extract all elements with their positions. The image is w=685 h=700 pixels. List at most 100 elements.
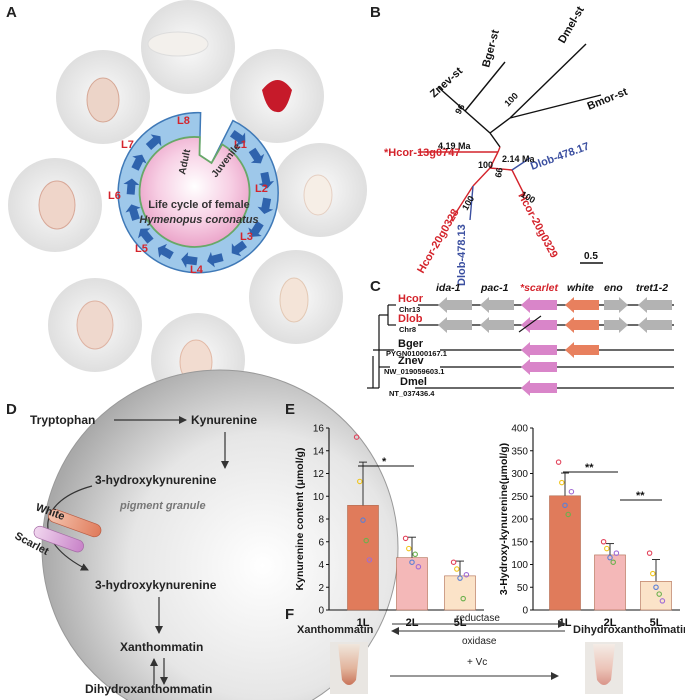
x-tick-label: 1L (357, 617, 370, 629)
y-tick-label: 10 (313, 492, 325, 503)
data-point (406, 545, 412, 552)
y-tick-label: 400 (511, 424, 528, 435)
stage-arrow (257, 197, 274, 215)
y-tick-label: 14 (313, 446, 325, 457)
data-point (653, 584, 659, 590)
gene-white-hcor (565, 297, 599, 313)
y-tick-label: 2 (318, 583, 324, 594)
gene-white: white (567, 282, 594, 294)
gene-white-bger (565, 342, 599, 358)
bar (640, 581, 672, 611)
bar (347, 505, 379, 611)
stage-l6: L6 (108, 190, 121, 202)
black-taxa: Dmel-st Bger-st Znev-st Bmor-st (428, 4, 630, 113)
species-dlob: Dlob (398, 313, 423, 325)
chart-3-hydroxykynurenine: 0501001502002503003504003-Hydroxy-kynure… (498, 424, 680, 629)
xanthommatin-label: Xanthommatin (120, 640, 203, 654)
stage-arrow (157, 243, 174, 260)
adult-label: Adult (177, 148, 193, 176)
life-cycle-center (138, 136, 251, 248)
white-transporter (48, 509, 102, 538)
panel-b: B Dmel-st Bger-st Znev-st Bmor-st (370, 4, 630, 286)
mantis-body-l3 (279, 277, 309, 323)
data-point (650, 570, 656, 577)
disrupted-gene-mark (518, 315, 542, 333)
data-point (402, 535, 409, 542)
y-axis-label: 3-Hydroxy-kynurenine(μmol/g) (498, 443, 510, 595)
bootstrap-100-c: 100 (460, 194, 476, 212)
data-point (409, 559, 415, 565)
y-tick-label: 100 (511, 560, 528, 571)
locus-labels: Chr13 Chr8 PYGN01000167.1 NW_019059603.1… (384, 305, 447, 398)
gene-eno: eno (604, 282, 623, 294)
panel-letter-d: D (6, 401, 17, 418)
stage-arrow (125, 204, 141, 221)
mantis-body-adult (147, 31, 209, 57)
kynurenine-label: Kynurenine (191, 413, 257, 427)
panel-letter-f: F (285, 606, 294, 623)
data-point (353, 434, 360, 440)
species-dmel: Dmel (400, 376, 427, 388)
x-tick-label: 2L (604, 617, 617, 629)
stage-arrows (123, 130, 275, 268)
panel-d: D Tryptophan Kynurenine 3-hydroxykynuren… (6, 369, 399, 700)
gene-pac-1-hcor (480, 297, 514, 313)
bootstrap-100-a: 100 (502, 91, 520, 109)
stage-l8: L8 (177, 115, 190, 127)
tryptophan-label: Tryptophan (30, 413, 95, 427)
stage-arrow (229, 130, 246, 146)
y-tick-label: 150 (511, 537, 528, 548)
hk-inside-label: 3-hydroxykynurenine (95, 578, 217, 592)
y-tick-label: 300 (511, 469, 528, 480)
data-point (600, 538, 607, 545)
mantis-body-l2 (303, 174, 333, 216)
data-point (366, 557, 373, 563)
stage-l3: L3 (240, 231, 253, 243)
stage-arrow (248, 147, 265, 164)
y-tick-label: 250 (511, 492, 528, 503)
data-point (607, 554, 613, 561)
stage-l5: L5 (135, 243, 148, 255)
gene-pac-1: pac-1 (480, 282, 509, 294)
tree-red-branches (418, 146, 526, 223)
stage-arrow (248, 221, 264, 237)
y-tick-label: 16 (313, 424, 325, 435)
gene-tret1-2: tret1-2 (636, 282, 668, 294)
taxon-bger-st: Bger-st (480, 28, 502, 69)
mantis-photos (8, 0, 367, 407)
gene-scarlet-dlob (521, 317, 557, 333)
data-point (463, 571, 470, 578)
panel-a: A L1 L2 L3 L4 (6, 0, 367, 407)
taxon-hcor-20g0328: Hcor-20g0328 (415, 207, 461, 275)
panel-letter-e: E (285, 401, 295, 418)
data-point (562, 502, 568, 509)
life-cycle-wheel (117, 111, 279, 274)
gene-pac-1-dlob (480, 317, 514, 333)
locus-znev: NW_019059603.1 (384, 367, 444, 376)
divergence-4-19: 4.19 Ma (438, 141, 472, 151)
species-labels: Hcor Dlob Bger Znev Dmel (398, 293, 427, 388)
gene-ida-1: ida-1 (436, 282, 461, 294)
gene-white-dlob (565, 317, 599, 333)
y-tick-label: 0 (522, 606, 528, 617)
data-point (656, 591, 662, 597)
bootstrap-96: 96 (453, 102, 467, 116)
bar (594, 554, 626, 611)
locus-hcor: Chr13 (399, 305, 420, 314)
taxon-dlob-478-17: Dlob-478.17 (529, 140, 591, 172)
x-tick-label: 1L (559, 617, 572, 629)
data-point (555, 459, 562, 465)
taxon-dmel-st: Dmel-st (556, 4, 587, 45)
panel-letter-b: B (370, 4, 381, 21)
hk-outside-label: 3-hydroxykynurenine (95, 473, 217, 487)
data-point (460, 595, 466, 602)
pigment-granule (41, 369, 399, 700)
gene-scarlet: *scarlet (520, 282, 558, 294)
gene-scarlet-bger (521, 342, 557, 358)
gene-ida-1-dlob (438, 317, 472, 333)
data-point (565, 511, 571, 518)
gene-tret1-2-hcor (638, 297, 672, 313)
stage-arrow (258, 171, 275, 189)
